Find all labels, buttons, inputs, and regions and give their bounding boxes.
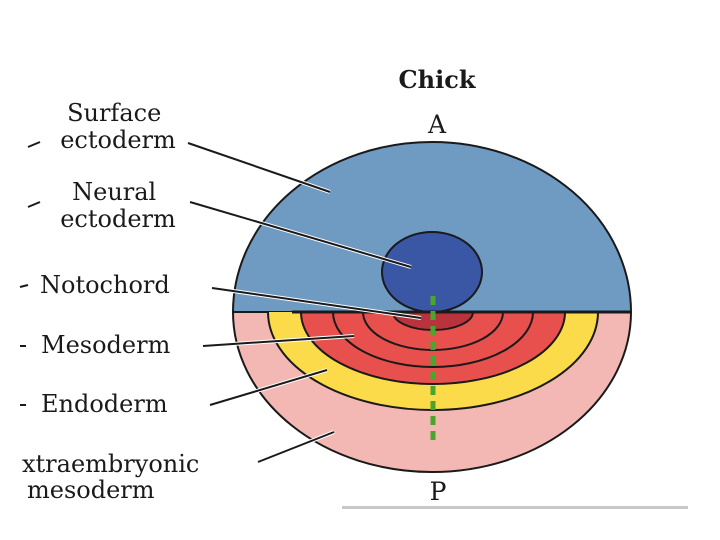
anterior-label: A: [427, 110, 447, 139]
endoderm-label: Endoderm: [41, 390, 168, 418]
mesoderm-label: Mesoderm: [41, 331, 171, 359]
bottom-divider: [342, 506, 688, 509]
extraembryonic-mesoderm-label: xtraembryonic mesoderm: [22, 450, 207, 504]
diagram-title: Chick: [399, 65, 477, 94]
neural-ectoderm-label: Neural ectoderm: [60, 178, 176, 233]
posterior-label: P: [430, 477, 447, 506]
notochord-label: Notochord: [40, 271, 170, 299]
surface-ectoderm-label: Surface ectoderm: [60, 99, 176, 154]
